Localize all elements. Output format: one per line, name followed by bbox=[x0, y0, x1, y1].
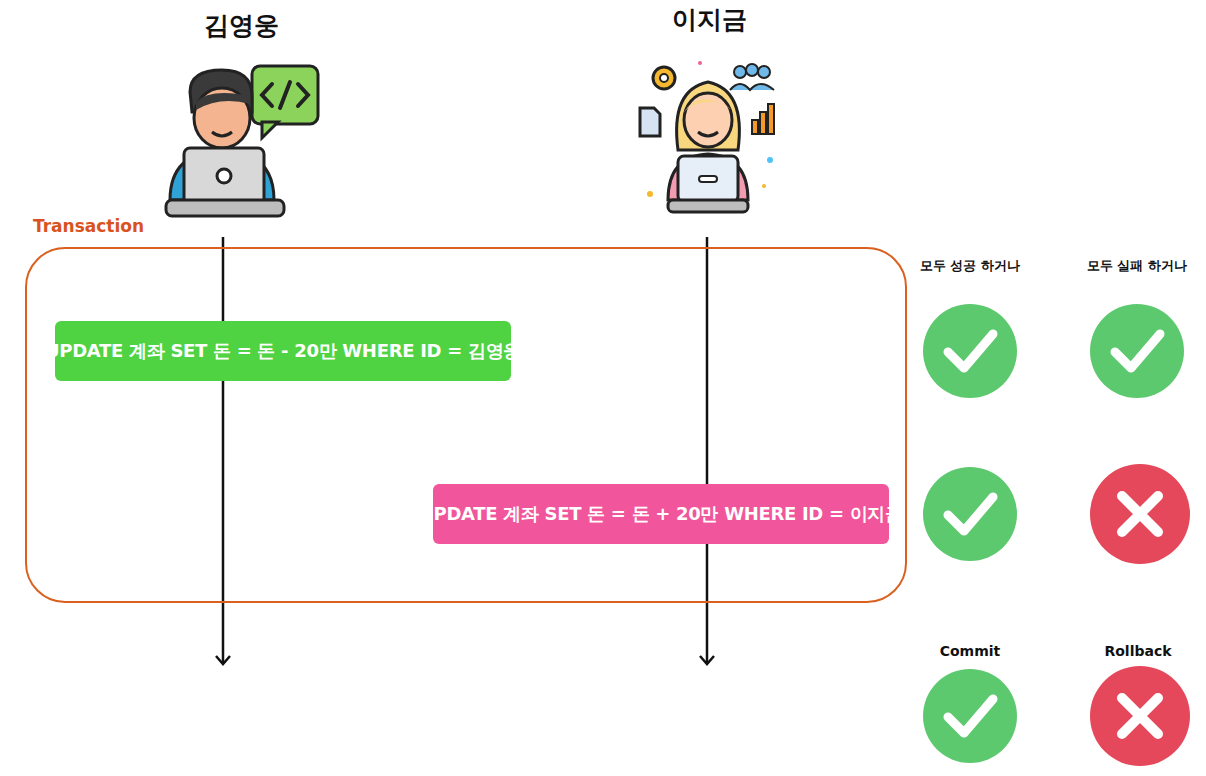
column-heading: 모두 실패 하거나 bbox=[1087, 257, 1187, 275]
action-label: Rollback bbox=[1104, 643, 1171, 659]
query-text: UPDATE 계좌 SET 돈 = 돈 + 20만 WHERE ID = 이지금 bbox=[419, 502, 903, 526]
manager-icon bbox=[640, 61, 774, 212]
lifeline bbox=[216, 237, 714, 664]
person-name: 이지금 bbox=[672, 3, 747, 36]
action-label: Commit bbox=[940, 643, 1001, 659]
developer-icon bbox=[166, 66, 318, 216]
person-name: 김영웅 bbox=[204, 9, 279, 42]
column-heading: 모두 성공 하거나 bbox=[920, 257, 1020, 275]
query-box: UPDATE 계좌 SET 돈 = 돈 + 20만 WHERE ID = 이지금 bbox=[433, 484, 889, 544]
transaction-band: TransactionUPDATE 계좌 SET 돈 = 돈 - 20만 WHE… bbox=[25, 247, 907, 603]
result-symbol bbox=[923, 304, 1190, 766]
query-box: UPDATE 계좌 SET 돈 = 돈 - 20만 WHERE ID = 김영웅 bbox=[55, 321, 511, 381]
query-text: UPDATE 계좌 SET 돈 = 돈 - 20만 WHERE ID = 김영웅 bbox=[45, 339, 521, 363]
band-heading: Transaction bbox=[33, 216, 144, 236]
